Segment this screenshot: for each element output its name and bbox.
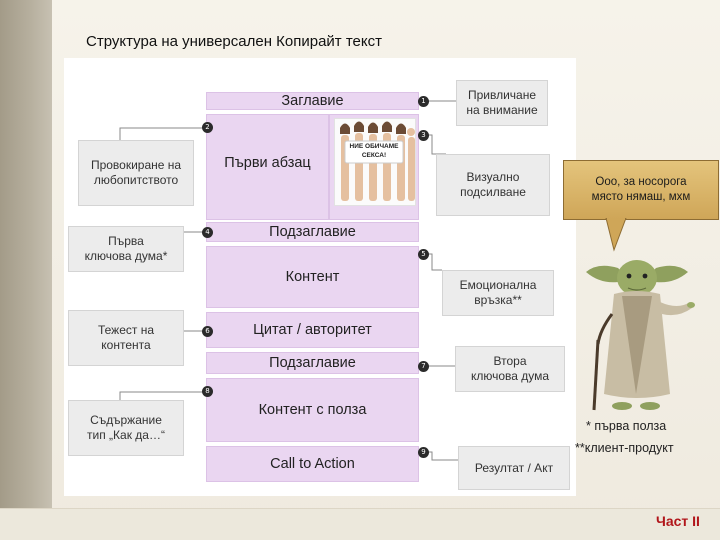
footnote-client-product: **клиент-продукт — [575, 441, 674, 455]
note-weight: Тежест на контента — [68, 310, 184, 366]
section-subheading-2: Подзаглавие — [206, 352, 419, 374]
note-attention: Привличане на внимание — [456, 80, 548, 126]
section-subheading-1: Подзаглавие — [206, 222, 419, 242]
note-second-keyword: Втора ключова дума — [455, 346, 565, 392]
marker-3: 3 — [418, 130, 429, 141]
note-curiosity: Провокиране на любопитството — [78, 140, 194, 206]
marker-6: 6 — [202, 326, 213, 337]
note-emotional: Емоционална връзка** — [442, 270, 554, 316]
footnote-first-benefit: * първа полза — [586, 419, 666, 433]
yoda-speech-bubble: Ооо, за носорога място нямаш, мхм — [563, 160, 719, 220]
marker-4: 4 — [202, 227, 213, 238]
photo-sign-text: НИЕ ОБИЧАМЕ СЕКСА! — [345, 142, 403, 162]
photo-women-group: НИЕ ОБИЧАМЕ СЕКСА! — [334, 118, 416, 206]
marker-5: 5 — [418, 249, 429, 260]
marker-2: 2 — [202, 122, 213, 133]
note-result: Резултат / Акт — [458, 446, 570, 490]
part-label: Част II — [656, 513, 700, 529]
marker-8: 8 — [202, 386, 213, 397]
marker-9: 9 — [418, 447, 429, 458]
section-call-to-action: Call to Action — [206, 446, 419, 482]
section-quote: Цитат / авторитет — [206, 312, 419, 348]
note-how-to: Съдържание тип „Как да…“ — [68, 400, 184, 456]
note-first-keyword: Първа ключова дума* — [68, 226, 184, 272]
section-first-paragraph: Първи абзац — [206, 114, 329, 220]
section-headline: Заглавие — [206, 92, 419, 110]
marker-7: 7 — [418, 361, 429, 372]
section-content: Контент — [206, 246, 419, 308]
note-visual: Визуално подсилване — [436, 154, 550, 216]
marker-1: 1 — [418, 96, 429, 107]
section-useful-content: Контент с полза — [206, 378, 419, 442]
yoda-figure — [578, 244, 696, 414]
